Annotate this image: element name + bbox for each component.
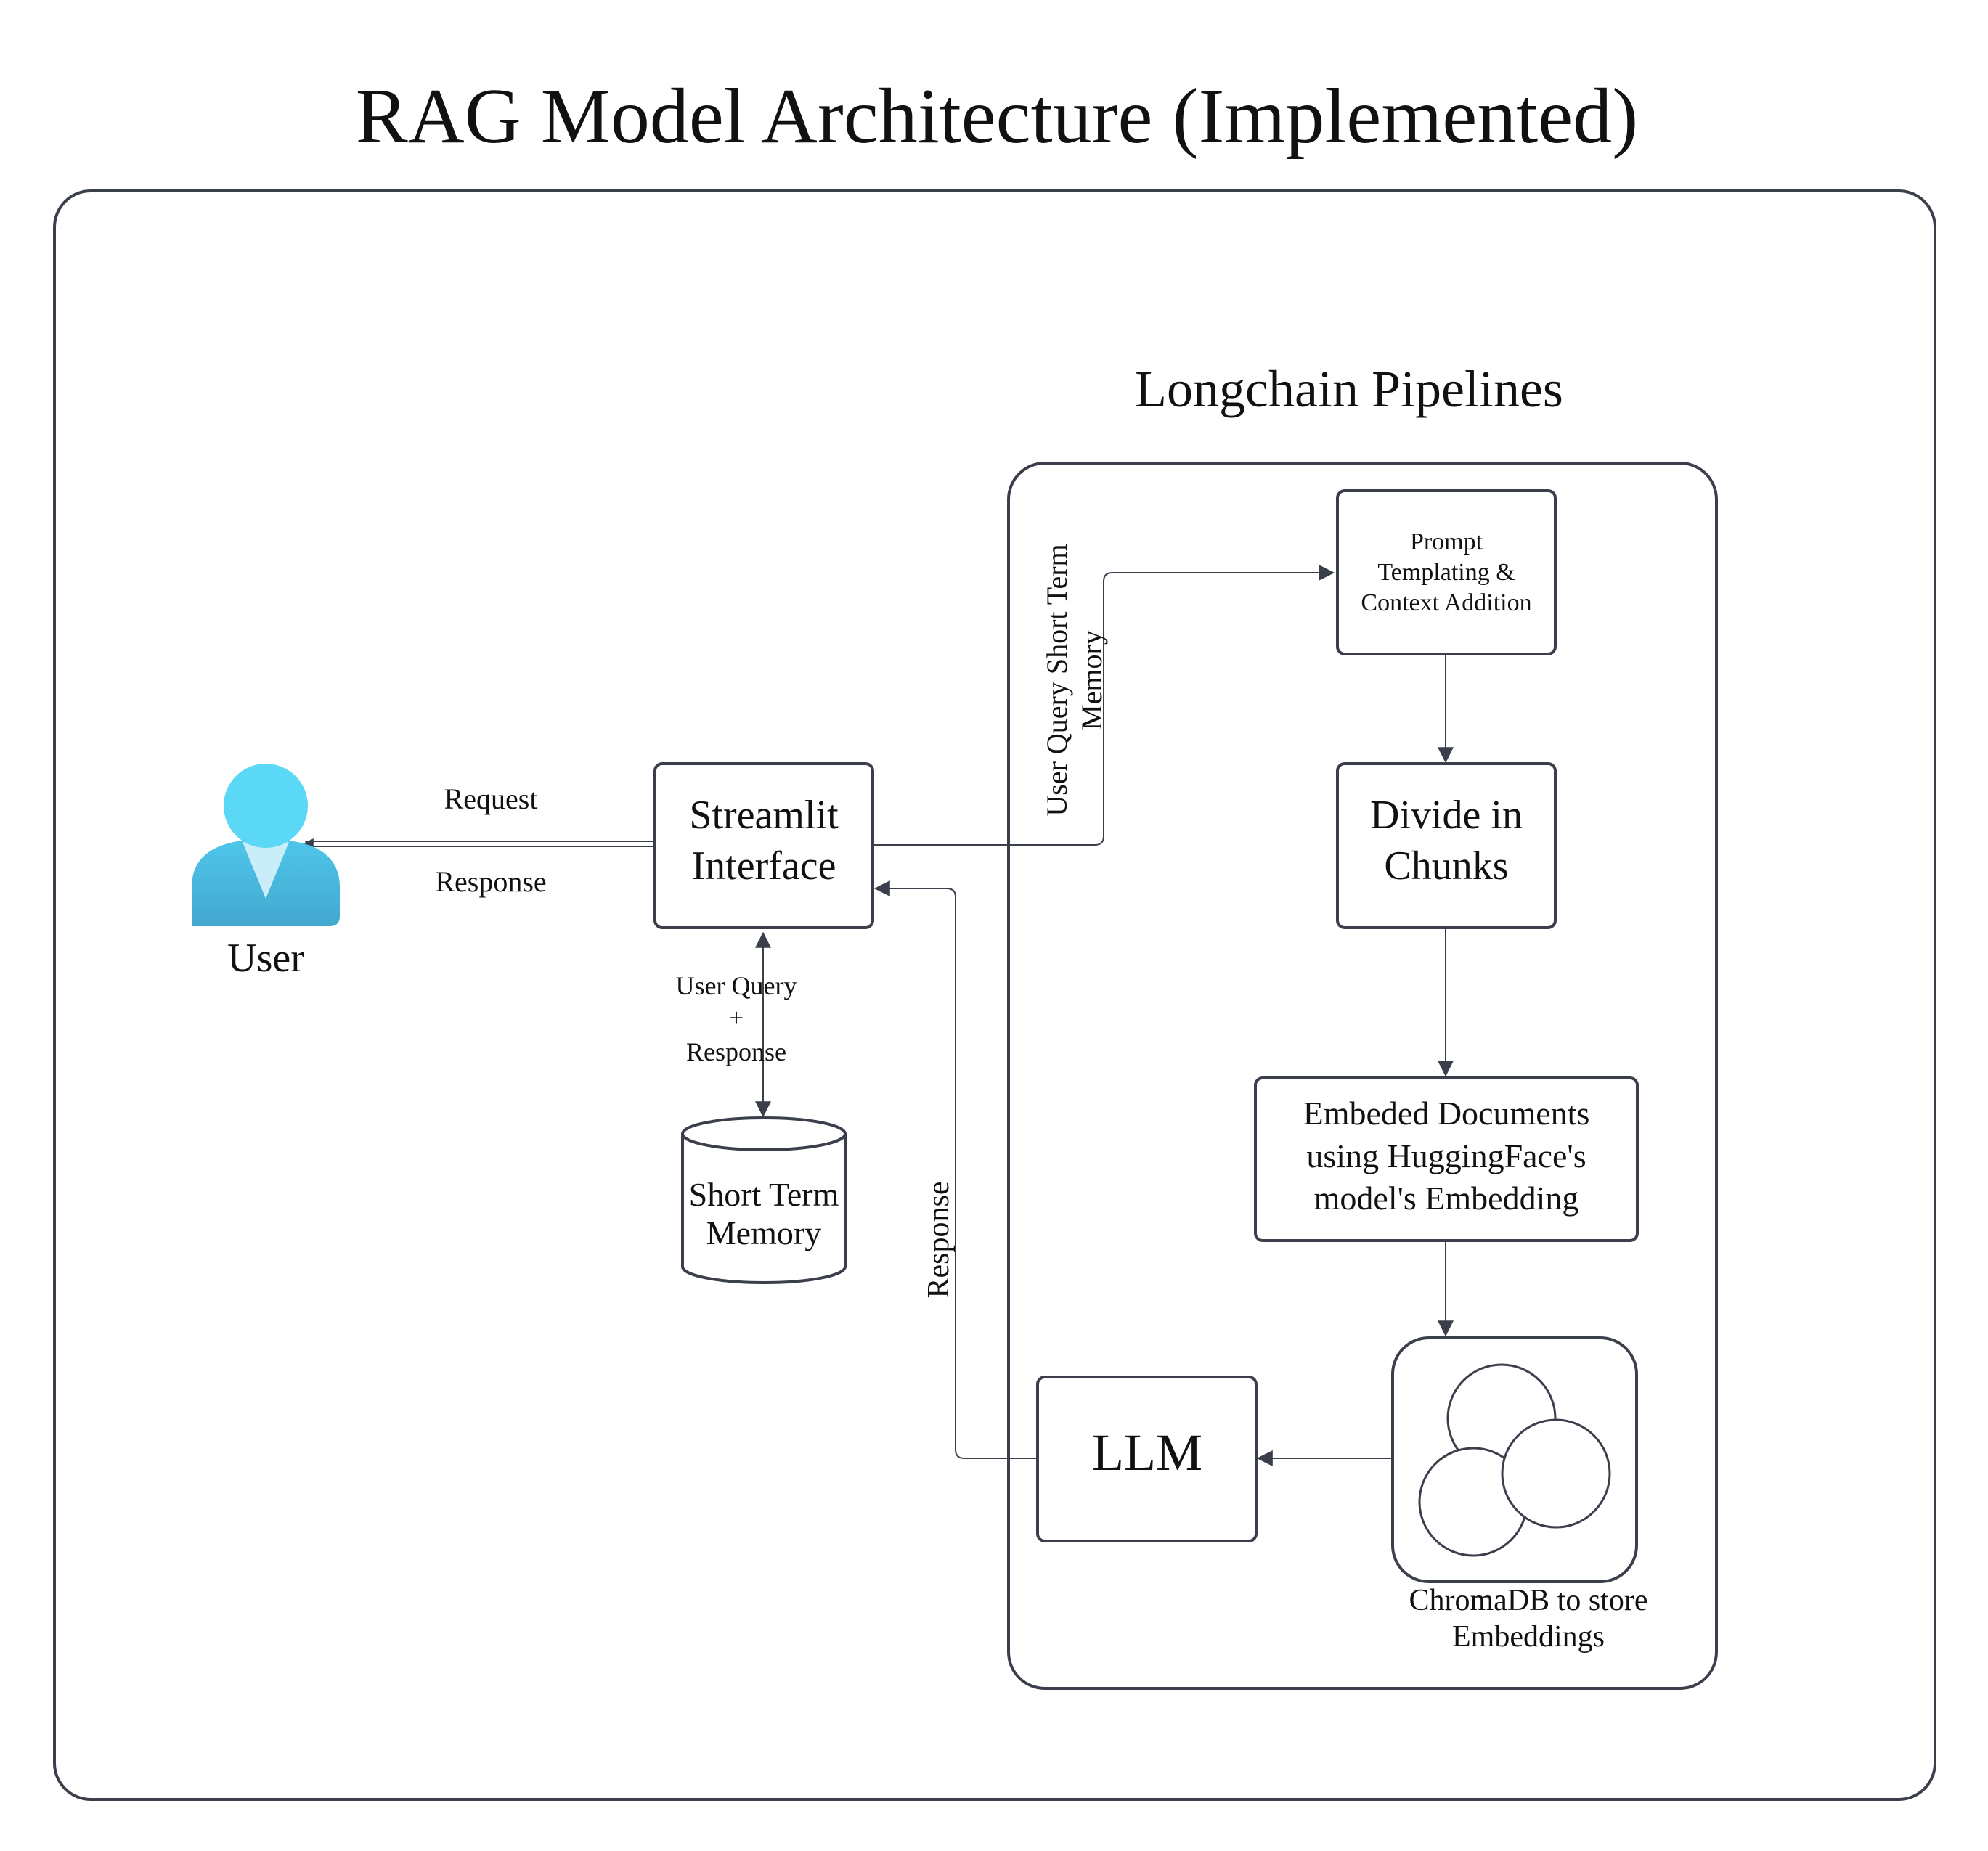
edge-response-user-label: Response — [435, 865, 546, 898]
memory-label-line2: Memory — [706, 1214, 821, 1251]
prompt-templating-node: Prompt Templating & Context Addition — [1336, 489, 1557, 655]
user-node: User — [192, 764, 340, 981]
edge-llm-response-label: Response — [922, 1182, 956, 1299]
user-label: User — [227, 936, 304, 981]
edge-memory-label-line1: User Query — [676, 971, 797, 1000]
chroma-label-line2: Embeddings — [1452, 1620, 1605, 1654]
memory-label-line1: Short Term — [689, 1176, 839, 1213]
edge-memory-label-line3: Response — [686, 1037, 786, 1066]
edge-query-memory-label-line1: User Query Short Term — [1040, 544, 1073, 816]
divide-chunks-node: Divide in Chunks — [1336, 762, 1557, 929]
prompt-label-line1: Prompt — [1410, 528, 1483, 555]
overlapping-circles-icon — [1418, 1363, 1611, 1557]
streamlit-label-line1: Streamlit — [689, 793, 839, 838]
llm-label: LLM — [1092, 1423, 1202, 1482]
chunks-label-line2: Chunks — [1384, 843, 1508, 888]
user-icon — [192, 764, 340, 926]
short-term-memory-node: Short Term Memory — [681, 1116, 847, 1284]
llm-node: LLM — [1036, 1376, 1258, 1542]
diagram-title: RAG Model Architecture (Implemented) — [356, 73, 1638, 160]
pipeline-group-label: Longchain Pipelines — [1135, 360, 1563, 418]
streamlit-label-line2: Interface — [692, 843, 836, 888]
embed-label-line3: model's Embedding — [1314, 1180, 1579, 1217]
streamlit-interface-node: Streamlit Interface — [653, 762, 874, 929]
embed-label-line1: Embeded Documents — [1303, 1095, 1590, 1132]
prompt-label-line3: Context Addition — [1361, 589, 1531, 616]
edge-query-memory — [873, 565, 1335, 846]
embed-documents-node: Embeded Documents using HuggingFace's mo… — [1254, 1076, 1639, 1242]
database-cylinder-icon — [681, 1116, 847, 1284]
pipeline-group-frame — [1007, 462, 1718, 1690]
outer-frame — [53, 189, 1936, 1801]
chunks-label-line1: Divide in — [1370, 793, 1523, 838]
chroma-label-line1: ChromaDB to store — [1409, 1584, 1648, 1617]
edge-memory-label-line2: + — [729, 1003, 744, 1032]
edge-request-label: Request — [444, 783, 538, 815]
embed-label-line2: using HuggingFace's — [1306, 1137, 1586, 1174]
prompt-label-line2: Templating & — [1377, 559, 1515, 586]
edge-llm-response — [873, 880, 1038, 1459]
chromadb-node: ChromaDB to store Embeddings — [1391, 1336, 1648, 1654]
edge-query-memory-label-line2: Memory — [1075, 630, 1108, 730]
